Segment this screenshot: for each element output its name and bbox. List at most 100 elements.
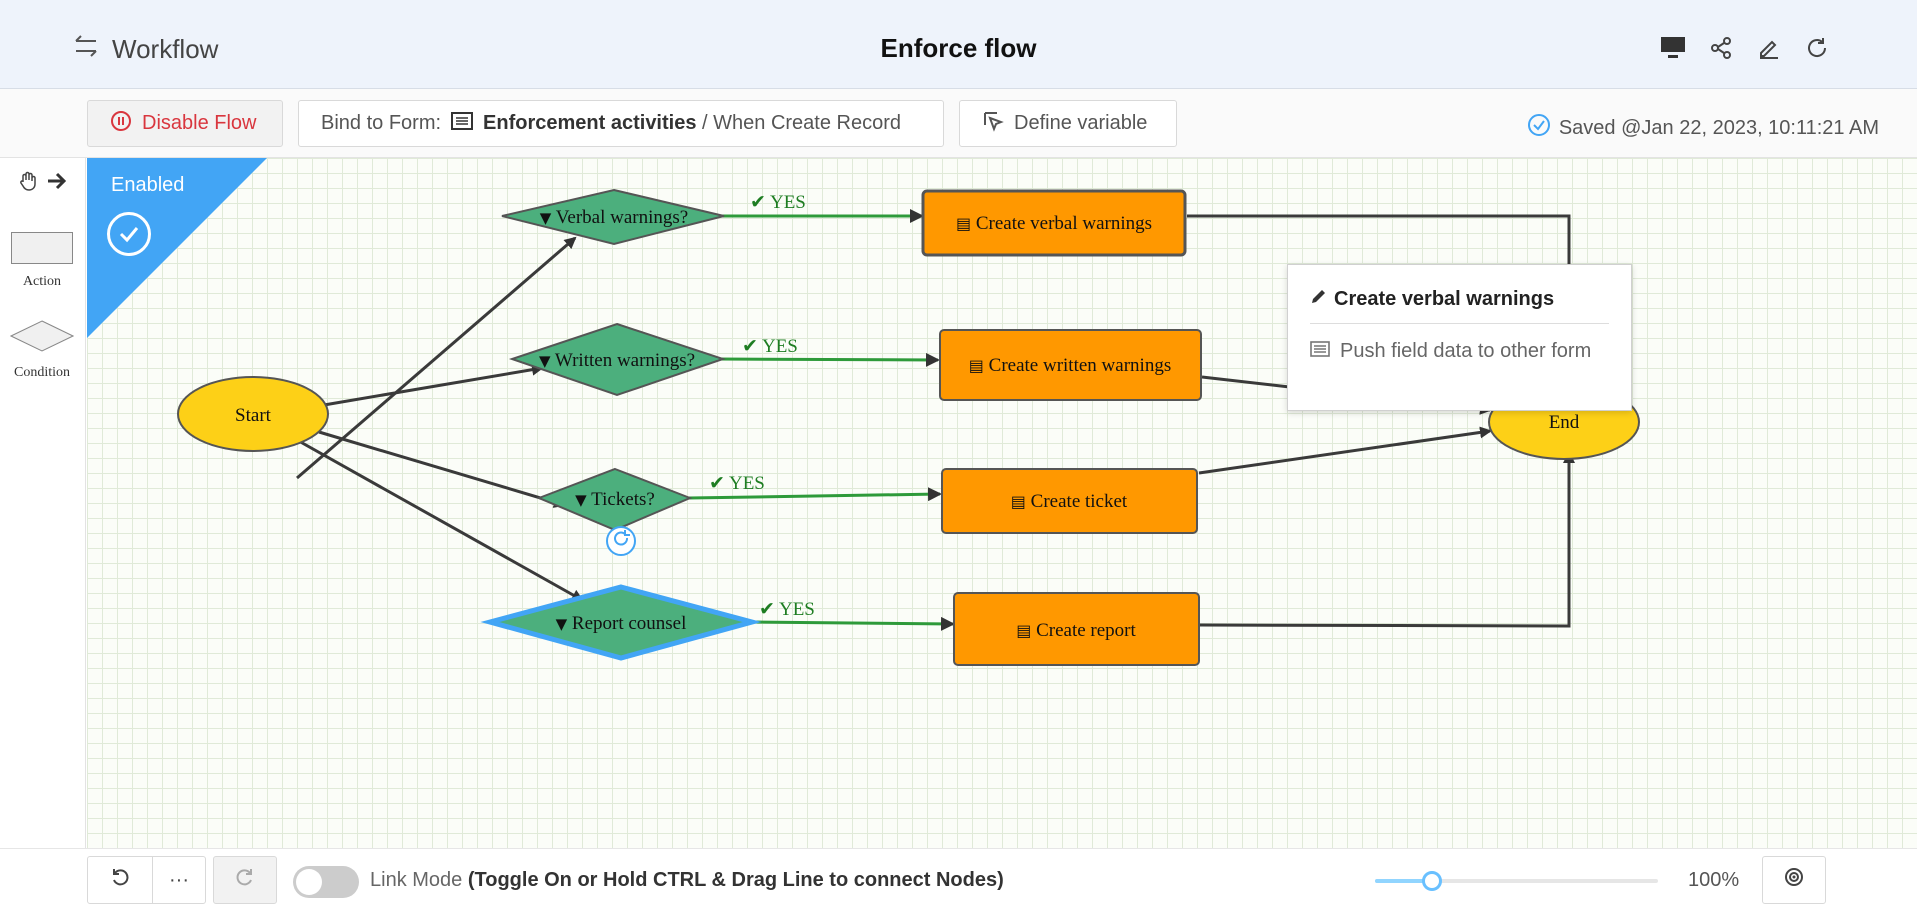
filter-icon: ▼ bbox=[539, 352, 551, 370]
refresh-icon[interactable] bbox=[1797, 28, 1837, 68]
page-title: Enforce flow bbox=[880, 33, 1037, 63]
end-label: End bbox=[1549, 412, 1580, 433]
save-status: Saved @Jan 22, 2023, 10:11:21 AM bbox=[1527, 113, 1879, 143]
popup-title-text: Create verbal warnings bbox=[1334, 287, 1555, 310]
condition-node-written[interactable]: ▼ Written warnings? bbox=[508, 322, 727, 397]
action-shape[interactable] bbox=[11, 232, 73, 264]
edit-icon[interactable] bbox=[1749, 28, 1789, 68]
act2-label: Create written warnings bbox=[989, 355, 1172, 376]
popup-title[interactable]: Create verbal warnings bbox=[1310, 287, 1609, 324]
svg-text:▼ Verbal warnings?: ▼ Verbal warnings? bbox=[540, 207, 688, 228]
zoom-slider-handle[interactable] bbox=[1421, 871, 1442, 891]
hand-icon[interactable] bbox=[18, 170, 40, 197]
condition-node-report[interactable]: ▼ Report counsel bbox=[480, 584, 762, 661]
link-mode-text: Link Mode (Toggle On or Hold CTRL & Drag… bbox=[370, 869, 1004, 892]
edge-act4-end[interactable] bbox=[1199, 451, 1575, 628]
action-node-report[interactable]: ▤ Create report bbox=[953, 592, 1200, 666]
start-node[interactable]: Start bbox=[177, 376, 329, 452]
form-icon: ▤ bbox=[1016, 621, 1031, 640]
check-circle-icon bbox=[1527, 113, 1551, 143]
edge-act3-end[interactable] bbox=[1198, 426, 1492, 475]
workflow-label[interactable]: Workflow bbox=[112, 34, 219, 64]
disable-flow-button[interactable]: Disable Flow bbox=[87, 100, 283, 147]
loop-handle-icon[interactable] bbox=[606, 526, 636, 556]
action-node-ticket[interactable]: ▤ Create ticket bbox=[941, 468, 1198, 534]
more-button[interactable]: ··· bbox=[152, 856, 206, 904]
edge-start-cond3[interactable] bbox=[318, 430, 566, 508]
action-label: Action bbox=[22, 274, 62, 289]
edge-start-cond2[interactable] bbox=[323, 363, 544, 407]
act4-label: Create report bbox=[1036, 620, 1136, 641]
edge-cond4-act4[interactable] bbox=[751, 616, 955, 631]
link-mode-toggle[interactable] bbox=[293, 866, 359, 898]
header: Workflow Enforce flow bbox=[0, 0, 1917, 89]
condition-node-verbal[interactable]: ▼ Verbal warnings? bbox=[501, 188, 725, 246]
condition-shape[interactable] bbox=[9, 320, 75, 352]
target-icon bbox=[1784, 867, 1804, 893]
arrow-right-icon[interactable] bbox=[46, 170, 68, 197]
form-icon bbox=[451, 111, 474, 136]
cond4-label: Report counsel bbox=[572, 613, 687, 634]
form-icon: ▤ bbox=[1011, 492, 1026, 511]
edge-cond2-act2[interactable] bbox=[716, 352, 940, 367]
svg-text:▤ Create verbal warnings: ▤ Create verbal warnings bbox=[956, 213, 1152, 234]
link-mode-label: Link Mode bbox=[370, 869, 468, 891]
bind-form-button[interactable]: Bind to Form: Enforcement activities / W… bbox=[298, 100, 944, 147]
popup-item[interactable]: Push field data to other form bbox=[1310, 340, 1609, 363]
center-view-button[interactable] bbox=[1762, 856, 1826, 904]
action-node-verbal[interactable]: ▤ Create verbal warnings bbox=[921, 189, 1187, 257]
svg-text:▤ Create ticket: ▤ Create ticket bbox=[1011, 491, 1128, 512]
filter-icon: ▼ bbox=[575, 491, 587, 509]
palette-condition[interactable]: Condition bbox=[9, 320, 75, 381]
svg-text:▼ Report counsel: ▼ Report counsel bbox=[556, 613, 687, 634]
act3-label: Create ticket bbox=[1031, 491, 1128, 512]
enabled-label: Enabled bbox=[111, 174, 185, 196]
yes-label-2: ✔ YES bbox=[742, 335, 798, 357]
enabled-check-icon bbox=[107, 212, 151, 256]
popup-item-text: Push field data to other form bbox=[1340, 340, 1592, 362]
bind-form-name: Enforcement activities bbox=[483, 112, 697, 134]
cond1-label: Verbal warnings? bbox=[556, 207, 688, 228]
filter-icon: ▼ bbox=[556, 615, 568, 633]
define-variable-label: Define variable bbox=[1014, 112, 1148, 134]
undo-button[interactable] bbox=[87, 856, 153, 904]
svg-text:▼ Tickets?: ▼ Tickets? bbox=[575, 489, 655, 510]
svg-text:▼ Written warnings?: ▼ Written warnings? bbox=[539, 350, 695, 371]
act1-label: Create verbal warnings bbox=[976, 213, 1152, 234]
zoom-slider-fill bbox=[1375, 879, 1432, 883]
bottom-bar: ··· Link Mode (Toggle On or Hold CTRL & … bbox=[0, 848, 1917, 911]
edge-cond3-act3[interactable] bbox=[688, 487, 942, 502]
bind-prefix: Bind to Form: bbox=[321, 112, 442, 134]
palette-action[interactable]: Action bbox=[11, 232, 73, 290]
monitor-icon[interactable] bbox=[1653, 28, 1693, 68]
form-icon: ▤ bbox=[956, 214, 971, 233]
start-label: Start bbox=[235, 405, 272, 426]
workflow-menu[interactable]: Workflow bbox=[72, 32, 218, 67]
more-icon: ··· bbox=[169, 868, 189, 891]
condition-label: Condition bbox=[13, 365, 70, 380]
saved-text: Saved @Jan 22, 2023, 10:11:21 AM bbox=[1558, 116, 1879, 139]
zoom-slider[interactable] bbox=[1375, 871, 1658, 891]
cond2-label: Written warnings? bbox=[555, 350, 695, 371]
pause-circle-icon bbox=[110, 110, 132, 138]
yes-label-1: ✔ YES bbox=[750, 191, 806, 213]
svg-text:▤ Create report: ▤ Create report bbox=[1016, 620, 1136, 641]
disable-flow-label: Disable Flow bbox=[142, 112, 257, 134]
form-icon: ▤ bbox=[969, 356, 984, 375]
swap-icon[interactable] bbox=[72, 32, 100, 67]
action-node-written[interactable]: ▤ Create written warnings bbox=[939, 329, 1202, 401]
define-variable-button[interactable]: Define variable bbox=[959, 100, 1177, 147]
link-mode-hint: (Toggle On or Hold CTRL & Drag Line to c… bbox=[467, 869, 1004, 891]
pencil-icon bbox=[1310, 287, 1328, 311]
edge-start-cond4[interactable] bbox=[296, 438, 584, 602]
yes-label-3: ✔ YES bbox=[709, 472, 765, 494]
yes-label-4: ✔ YES bbox=[759, 598, 815, 620]
condition-node-tickets[interactable]: ▼ Tickets? bbox=[536, 467, 693, 532]
flow-graph: ✔ YES ✔ YES ✔ YES ✔ YES Start End ▼ Verb… bbox=[177, 188, 1640, 666]
flow-canvas[interactable]: Enabled bbox=[87, 158, 1917, 848]
redo-button[interactable] bbox=[213, 856, 277, 904]
share-icon[interactable] bbox=[1701, 28, 1741, 68]
variable-icon bbox=[982, 110, 1004, 138]
redo-icon bbox=[235, 867, 255, 893]
node-palette: Action Condition bbox=[0, 158, 86, 848]
